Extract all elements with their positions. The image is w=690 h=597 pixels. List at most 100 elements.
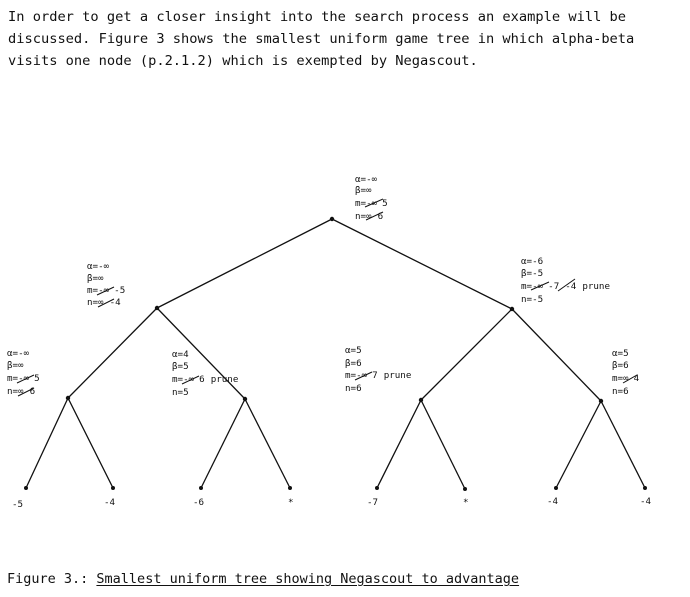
paragraph-line: visits one node (p.2.1.2) which is exemp… — [8, 53, 478, 69]
edge-right-rr — [511, 308, 602, 402]
paragraph-line: discussed. Figure 3 shows the smallest u… — [8, 31, 635, 47]
struck-value: -∞ — [18, 373, 30, 384]
edge-ll-leaf-1 — [25, 397, 69, 489]
leaf-node — [24, 486, 28, 490]
caption-title: Smallest uniform tree showing Negascout … — [96, 571, 520, 587]
strike-mark — [557, 278, 576, 292]
node-lr — [242, 396, 248, 402]
leaf-value: -5 — [12, 499, 23, 510]
beta-value: β=-5 — [521, 268, 543, 279]
leaf-value: * — [288, 497, 294, 508]
beta-value: β=∞ — [355, 185, 372, 196]
m-value: m=-∞-5 — [87, 285, 125, 296]
leaf-value: -4 — [547, 496, 559, 507]
beta-value: β=6 — [345, 358, 362, 369]
node-rl — [418, 397, 424, 403]
intro-paragraph: In order to get a closer insight into th… — [8, 6, 683, 72]
strike-mark — [365, 211, 384, 221]
edge-ll-leaf-2 — [67, 397, 114, 489]
strike-mark — [181, 375, 200, 385]
strike-mark — [97, 298, 115, 308]
strike-mark — [354, 371, 373, 381]
n-value: n=∞6 — [7, 386, 35, 397]
alpha-value: α=4 — [172, 349, 189, 360]
n-value: n=6 — [612, 386, 629, 397]
annotation-rr: α=5 β=6 m=∞4 n=6 — [612, 348, 640, 397]
leaf-node — [375, 486, 379, 490]
leaf-value: -7 — [367, 497, 378, 508]
strike-mark — [96, 286, 115, 296]
node-left — [154, 305, 160, 311]
n-value: n=∞6 — [355, 211, 383, 222]
struck-value: ∞ — [623, 373, 629, 384]
leaf-node — [463, 487, 467, 491]
leaf-values: -5 -4 -6 * -7 * -4 -4 — [12, 496, 652, 510]
paragraph-line: In order to get a closer insight into th… — [8, 9, 627, 25]
leaf-value: -6 — [193, 497, 204, 508]
node-right — [509, 306, 515, 312]
leaf-value: * — [463, 497, 469, 508]
edge-lr-leaf-4 — [244, 398, 291, 489]
struck-value: -∞ — [183, 374, 195, 385]
struck-value: ∞ — [366, 211, 372, 222]
leaf-node — [643, 486, 647, 490]
edge-rl-leaf-6 — [420, 399, 466, 490]
strike-mark — [364, 198, 384, 208]
alpha-value: α=-∞ — [87, 261, 110, 272]
alpha-value: α=-∞ — [355, 174, 378, 185]
alpha-value: α=-∞ — [7, 348, 30, 359]
edge-rr-leaf-8 — [600, 400, 646, 489]
strike-mark — [530, 281, 550, 291]
figure-caption: Figure 3.: Smallest uniform tree showing… — [7, 570, 519, 588]
beta-value: β=∞ — [87, 273, 104, 284]
leaf-node — [288, 486, 292, 490]
leaf-value: -4 — [104, 497, 116, 508]
struck-value: -7 — [548, 281, 559, 292]
leaf-node — [111, 486, 115, 490]
m-value: m=∞4 — [612, 373, 640, 384]
node-rr — [598, 398, 604, 404]
annotation-ll: α=-∞ β=∞ m=-∞5 n=∞6 — [7, 348, 40, 397]
node-root — [329, 216, 335, 222]
m-value: m=-∞5 — [355, 198, 388, 209]
strike-mark — [17, 387, 35, 397]
edge-lr-leaf-3 — [200, 398, 246, 489]
caption-label: Figure 3.: — [7, 571, 89, 587]
tree-edges — [25, 218, 646, 490]
alpha-value: α=5 — [345, 345, 362, 356]
leaf-node — [554, 486, 558, 490]
edge-root-right — [331, 218, 513, 310]
tree-nodes — [24, 216, 647, 491]
n-value: n=∞-4 — [87, 297, 121, 308]
beta-value: β=6 — [612, 360, 629, 371]
n-value: n=6 — [345, 383, 362, 394]
prune-label: prune — [211, 374, 239, 385]
annotation-left: α=-∞ β=∞ m=-∞-5 n=∞-4 — [87, 261, 125, 308]
strike-mark — [16, 374, 35, 384]
edge-right-rl — [420, 308, 513, 401]
leaf-value: -4 — [640, 496, 652, 507]
strike-mark — [622, 374, 638, 384]
leaf-node — [199, 486, 203, 490]
node-ll — [65, 395, 71, 401]
edge-left-lr — [156, 307, 246, 400]
edge-rr-leaf-7 — [555, 400, 602, 489]
m-value: m=-∞5 — [7, 373, 40, 384]
prune-label: prune — [582, 281, 610, 292]
edge-root-left — [156, 218, 333, 309]
n-value: n=-5 — [521, 294, 543, 305]
struck-value: ∞ — [98, 297, 104, 308]
struck-value: ∞ — [18, 386, 24, 397]
alpha-value: α=-6 — [521, 256, 543, 267]
prune-label: prune — [384, 370, 412, 381]
annotation-root: α=-∞ β=∞ m=-∞5 n=∞6 — [355, 174, 388, 222]
alpha-value: α=5 — [612, 348, 629, 359]
struck-value: -∞ — [98, 285, 110, 296]
